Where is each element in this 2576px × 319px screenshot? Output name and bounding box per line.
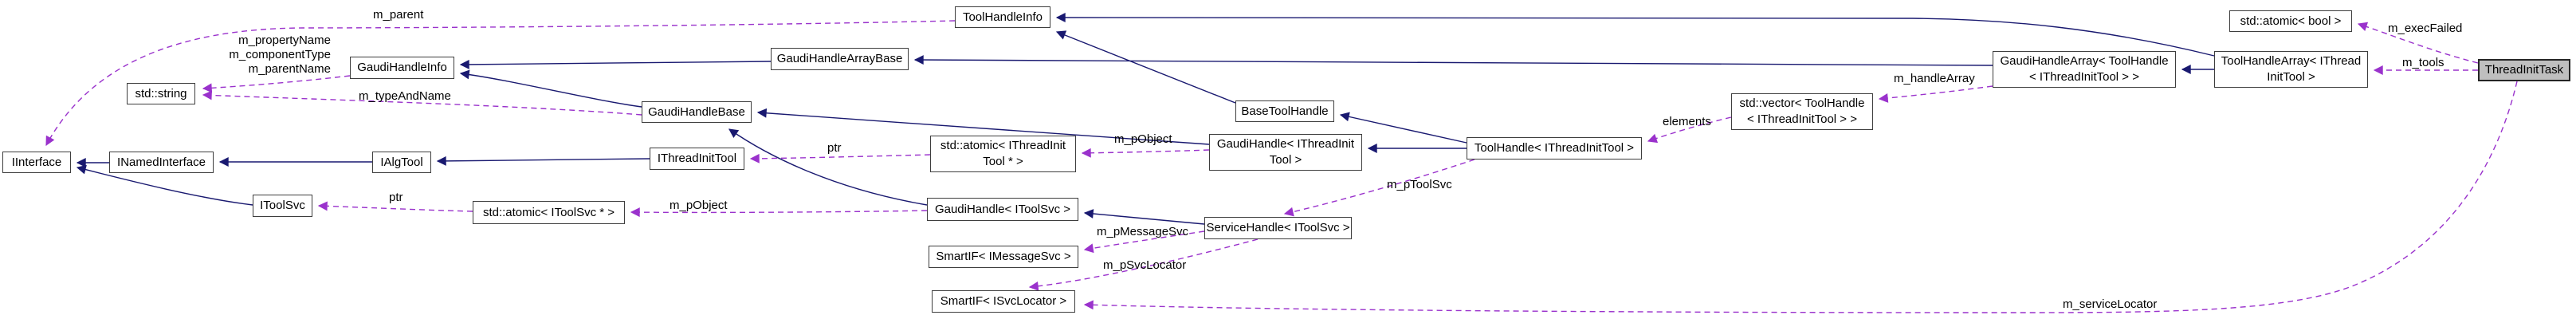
node-smartif-imessagesvc[interactable]: SmartIF< IMessageSvc > [929,246,1078,268]
node-gaudihandlearraybase[interactable]: GaudiHandleArrayBase [771,48,909,70]
edge-usage-ptr-ithreadinittool [749,153,931,163]
edge-usage-m-handlearray [1878,85,1993,103]
edge-usage-m-ptoolsvc [1283,159,1475,217]
node-gaudihandle-itoolsvc[interactable]: GaudiHandle< IToolSvc > [927,198,1078,221]
edge-label-ptr-ithreadinittool: ptr [827,141,842,155]
node-std-string[interactable]: std::string [127,83,195,104]
edge-inherit-basetoolhandle-toolhandleinfo [1055,30,1236,104]
edge-inherit-servicehandle-gaudihandle-itoolsvc [1083,209,1205,225]
edge-label-m-componenttype: m_componentType [229,48,331,61]
node-itoolsvc[interactable]: IToolSvc [253,195,312,217]
edge-usage-m-pobject-ithreadinittool [1081,148,1210,158]
node-atomic-itoolsvc[interactable]: std::atomic< IToolSvc * > [473,201,625,224]
node-atomic-ithreadinittool[interactable]: std::atomic< IThreadInit Tool * > [930,136,1076,172]
node-toolhandleinfo[interactable]: ToolHandleInfo [955,6,1050,28]
node-vector-toolhandle[interactable]: std::vector< ToolHandle < IThreadInitToo… [1731,93,1873,130]
edge-inherit-toolhandlearray-toolhandleinfo [1055,13,2215,57]
edge-inherit-gaudihandlearraybase-gaudihandleinfo [459,59,772,69]
node-gaudihandlebase[interactable]: GaudiHandleBase [642,101,752,123]
edge-label-m-handlearray: m_handleArray [1894,72,1975,85]
edge-usage-m-servicelocator [1083,81,2518,313]
edge-label-m-pmessagesvc: m_pMessageSvc [1097,225,1189,238]
node-toolhandle-ithreadinittool[interactable]: ToolHandle< IThreadInitTool > [1467,137,1642,160]
edge-usage-m-psvclocator [1028,238,1259,291]
edge-label-m-psvclocator: m_pSvcLocator [1103,258,1187,272]
node-gaudihandleinfo[interactable]: GaudiHandleInfo [350,57,454,79]
edge-label-elements: elements [1663,115,1711,128]
edge-usage-elements [1647,116,1732,144]
node-smartif-isvclocator[interactable]: SmartIF< ISvcLocator > [932,290,1075,313]
edge-inherit-gaudihandle-itoolsvc-gaudihandlebase [728,128,928,206]
node-iinterface[interactable]: IInterface [2,152,71,173]
edge-label-m-servicelocator: m_serviceLocator [2063,297,2158,311]
edge-label-m-pobject-itoolsvc: m_pObject [670,199,728,212]
node-ithreadinittool[interactable]: IThreadInitTool [650,148,744,170]
node-gaudihandle-ithreadinittool[interactable]: GaudiHandle< IThreadInit Tool > [1209,134,1362,171]
node-inamedinterface[interactable]: INamedInterface [109,152,214,173]
edge-usage-ptr-itoolsvc [317,201,473,212]
node-toolhandlearray[interactable]: ToolHandleArray< IThread InitTool > [2214,51,2368,88]
edge-usage-m-pmessagesvc [1083,230,1205,254]
node-basetoolhandle[interactable]: BaseToolHandle [1235,100,1334,122]
node-ialgtool[interactable]: IAlgTool [372,152,431,173]
edge-label-m-parent: m_parent [373,8,424,22]
edge-usage-m-typeandname [202,90,642,116]
edge-usage-m-parent [45,20,956,147]
edge-label-m-parentname: m_parentName [248,62,331,76]
node-gaudihandlearray[interactable]: GaudiHandleArray< ToolHandle < IThreadIn… [1993,51,2176,88]
edge-label-m-pobject-ithreadinittool: m_pObject [1114,132,1172,146]
edge-label-m-tools: m_tools [2402,56,2444,69]
edge-inherit-toolhandle-basetoolhandle [1339,112,1467,144]
edge-label-ptr-itoolsvc: ptr [389,191,403,204]
node-atomic-bool[interactable]: std::atomic< bool > [2229,10,2352,32]
edge-inherit-gaudihandlearray-gaudihandlearraybase [913,55,1993,66]
edge-inherit-gaudihandle-ithreadinittool-gaudihandlebase [756,108,1210,145]
edge-label-m-execfailed: m_execFailed [2388,22,2463,35]
edge-inherit-itoolsvc-iinterface [76,164,253,206]
edge-usage-m-pobject-itoolsvc [630,207,928,218]
node-servicehandle-itoolsvc[interactable]: ServiceHandle< IToolSvc > [1204,217,1352,239]
edge-inherit-ithreadinittool-ialgtool [436,156,650,166]
edge-label-m-propertyname: m_propertyName [238,33,331,47]
edge-label-m-typeandname: m_typeAndName [359,89,451,103]
edge-label-m-ptoolsvc: m_pToolSvc [1387,178,1452,191]
node-threadinittask: ThreadInitTask [2478,59,2570,81]
edge-usage-m-propertyname [202,75,351,93]
edge-inherit-gaudihandlebase-gaudihandleinfo [459,69,642,108]
